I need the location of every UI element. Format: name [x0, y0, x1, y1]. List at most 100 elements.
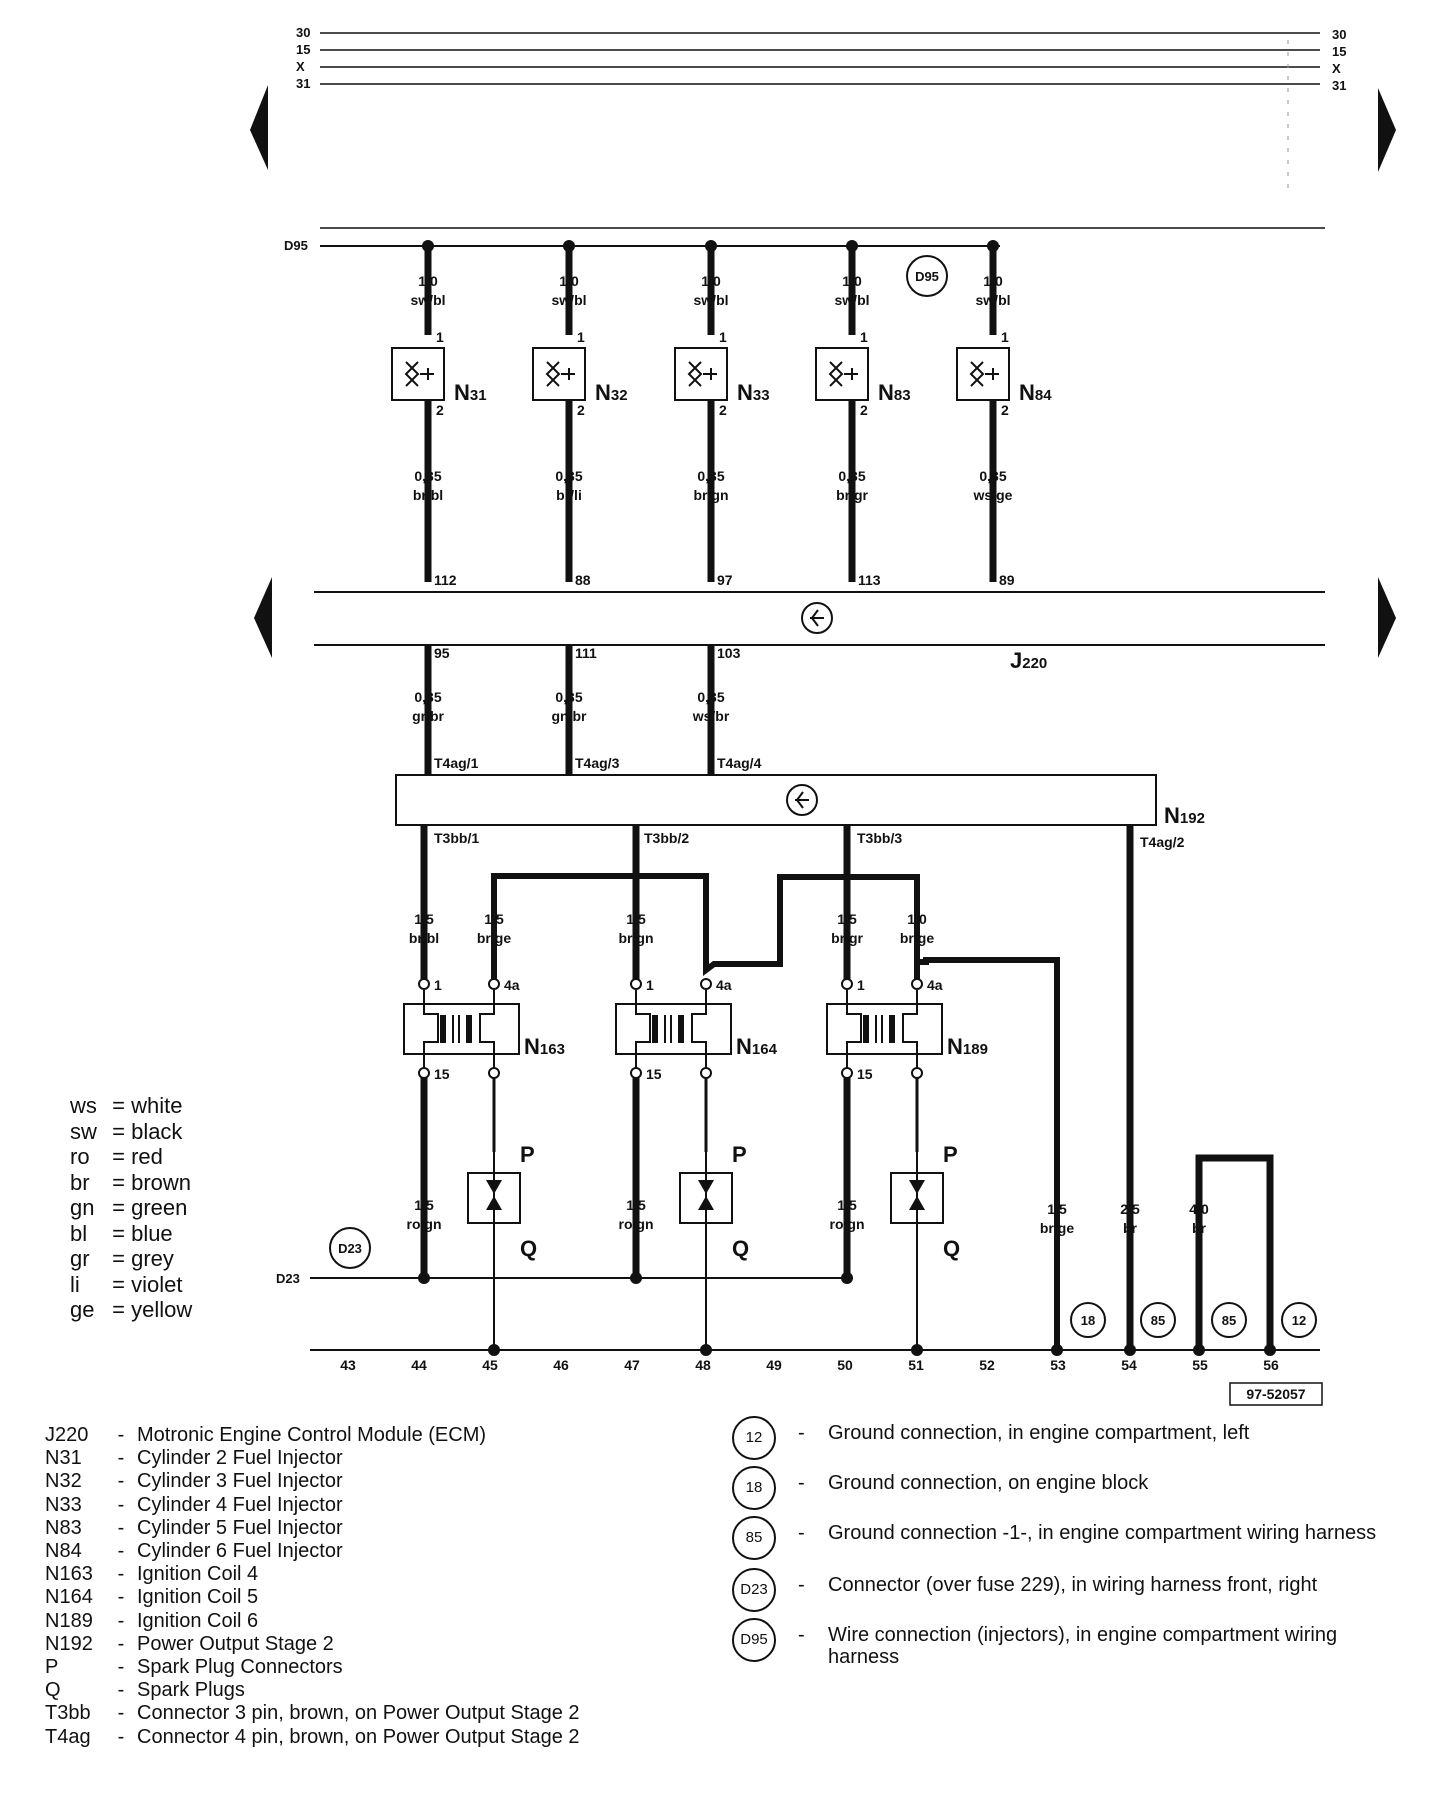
- n164-pin-15: 15: [646, 1066, 662, 1082]
- ground-point-12-label: 12: [1292, 1313, 1306, 1328]
- n163-w1-gauge: 1,5: [414, 911, 434, 927]
- coil-n189: 1,5 br/gr 1,0 br/ge 1 4a 15 N189 1,5 ro/…: [826, 825, 988, 1356]
- ecm-out-conn-2: T4ag/3: [575, 755, 620, 771]
- legend-dash: -: [117, 1702, 125, 1725]
- color-code: gr: [70, 1246, 90, 1271]
- legend-code: P: [45, 1656, 59, 1679]
- color-key-row: gn = green: [70, 1195, 188, 1220]
- injector-n84: 1,0 sw/bl 1 2 0,35 ws/ge 89 N84: [956, 240, 1052, 588]
- legend-dash: -: [117, 1493, 125, 1516]
- color-code: gn: [70, 1195, 95, 1220]
- rail-label-15-left: 15: [296, 42, 310, 57]
- terminal-55: 55: [1192, 1357, 1208, 1373]
- legend-code: N164: [45, 1586, 93, 1609]
- ecm-out-conn-1: T4ag/1: [434, 755, 479, 771]
- n164-w15-gauge: 1,5: [626, 1197, 646, 1213]
- ground-legend-dash: -: [798, 1422, 805, 1444]
- injector-n83: 1,0 sw/bl 1 2 0,35 br/gr 113 N83: [815, 240, 911, 588]
- ground-18-wire-color: br/ge: [1040, 1220, 1074, 1236]
- ecm-output-1: 95 0,35 gr/br T4ag/1: [412, 645, 479, 775]
- color-name: red: [131, 1144, 163, 1169]
- n189-w4a-color: br/ge: [900, 930, 934, 946]
- ecm-j220: J220: [314, 591, 1325, 673]
- n189-w1-gauge: 1,5: [837, 911, 857, 927]
- legend-row: N84-Cylinder 6 Fuel Injector: [45, 1540, 580, 1563]
- legend-dash: -: [117, 1609, 125, 1632]
- n163-spark-plug-label: Q: [520, 1236, 537, 1261]
- legend-row: J220-Motronic Engine Control Module (ECM…: [45, 1424, 580, 1447]
- n189-label: N189: [947, 1034, 988, 1059]
- n192-conn-t3bb-2: T3bb/2: [644, 830, 689, 846]
- ground-symbol: 12: [732, 1416, 776, 1460]
- legend-code: N31: [45, 1447, 82, 1470]
- terminal-numbers: 43 44 45 46 47 48 49 50 51 52 53 54 55 5…: [340, 1357, 1279, 1373]
- color-key-row: br = brown: [70, 1169, 191, 1195]
- color-key-row: li = violet: [70, 1271, 183, 1297]
- n84-label: N84: [1019, 380, 1052, 405]
- n33-wire-gauge-bottom: 0,35: [697, 468, 724, 484]
- n83-pin-out: 2: [860, 402, 868, 418]
- injector-n33: 1,0 sw/bl 1 2 0,35 br/gn 97 N33: [674, 240, 770, 588]
- n31-wire-color-top: sw/bl: [410, 292, 445, 308]
- color-name: white: [131, 1093, 183, 1118]
- legend-dash: -: [117, 1632, 125, 1655]
- color-name: blue: [131, 1220, 173, 1246]
- legend-code: T4ag: [45, 1725, 91, 1748]
- ecm-out-conn-3: T4ag/4: [717, 755, 762, 771]
- legend-desc: Spark Plugs: [137, 1679, 245, 1702]
- ecm-out-color-3: ws/br: [692, 708, 730, 724]
- rail-label-30-left: 30: [296, 25, 310, 40]
- rail-label-15-right: 15: [1332, 44, 1346, 59]
- continue-left-arrow-top: [250, 85, 268, 170]
- legend-desc: Cylinder 2 Fuel Injector: [137, 1447, 343, 1470]
- rail-label-30-right: 30: [1332, 27, 1346, 42]
- color-name: violet: [131, 1271, 183, 1297]
- ground-18-wire-gauge: 1,5: [1047, 1201, 1067, 1217]
- ground-legend-desc: Ground connection, on engine block: [828, 1472, 1149, 1494]
- color-name: yellow: [131, 1297, 193, 1322]
- color-code: ws: [70, 1093, 97, 1118]
- color-code: br: [70, 1169, 90, 1195]
- n31-pin-out: 2: [436, 402, 444, 418]
- terminal-54: 54: [1121, 1357, 1137, 1373]
- legend-row: N192-Power Output Stage 2: [45, 1633, 580, 1656]
- legend-desc: Ignition Coil 4: [137, 1563, 259, 1586]
- n163-pin-15: 15: [434, 1066, 450, 1082]
- n163-label: N163: [524, 1034, 565, 1059]
- connector-symbol: D23: [732, 1568, 776, 1612]
- legend-dash: -: [117, 1447, 125, 1470]
- terminal-48: 48: [695, 1357, 711, 1373]
- n84-wire-gauge-top: 1,0: [983, 273, 1003, 289]
- legend-row: T3bb-Connector 3 pin, brown, on Power Ou…: [45, 1702, 580, 1725]
- legend-desc: Cylinder 6 Fuel Injector: [137, 1540, 343, 1563]
- ecm-label: J220: [1010, 648, 1047, 673]
- legend-row: P-Spark Plug Connectors: [45, 1656, 580, 1679]
- n33-pin-out: 2: [719, 402, 727, 418]
- n84-wire-color-top: sw/bl: [975, 292, 1010, 308]
- legend-code: T3bb: [45, 1702, 91, 1725]
- ecm-out-pin-1: 95: [434, 645, 450, 661]
- ground-legend-dash: -: [798, 1574, 805, 1596]
- legend-dash: -: [117, 1516, 125, 1539]
- n84-wire-gauge-bottom: 0,35: [979, 468, 1006, 484]
- continue-left-arrow-mid: [254, 577, 272, 658]
- legend-desc: Motronic Engine Control Module (ECM): [137, 1424, 487, 1446]
- legend-dash: -: [117, 1470, 125, 1493]
- rail-label-31-right: 31: [1332, 78, 1346, 93]
- color-name: brown: [131, 1169, 191, 1195]
- n83-pin-in: 1: [860, 329, 868, 345]
- d23-rail-label: D23: [276, 1271, 300, 1286]
- n31-ecm-pin: 112: [434, 572, 457, 588]
- n32-label: N32: [595, 380, 628, 405]
- component-legend: J220-Motronic Engine Control Module (ECM…: [45, 1424, 580, 1749]
- ecm-out-color-2: gn/br: [552, 708, 588, 724]
- terminal-43: 43: [340, 1357, 356, 1373]
- n33-wire-color-bottom: br/gn: [694, 487, 729, 503]
- legend-code: N189: [45, 1609, 93, 1632]
- terminal-44: 44: [411, 1357, 427, 1373]
- color-code: bl: [70, 1220, 88, 1246]
- color-key-row: ro = red: [70, 1144, 163, 1169]
- terminal-52: 52: [979, 1357, 995, 1373]
- n163-pin-1: 1: [434, 977, 442, 993]
